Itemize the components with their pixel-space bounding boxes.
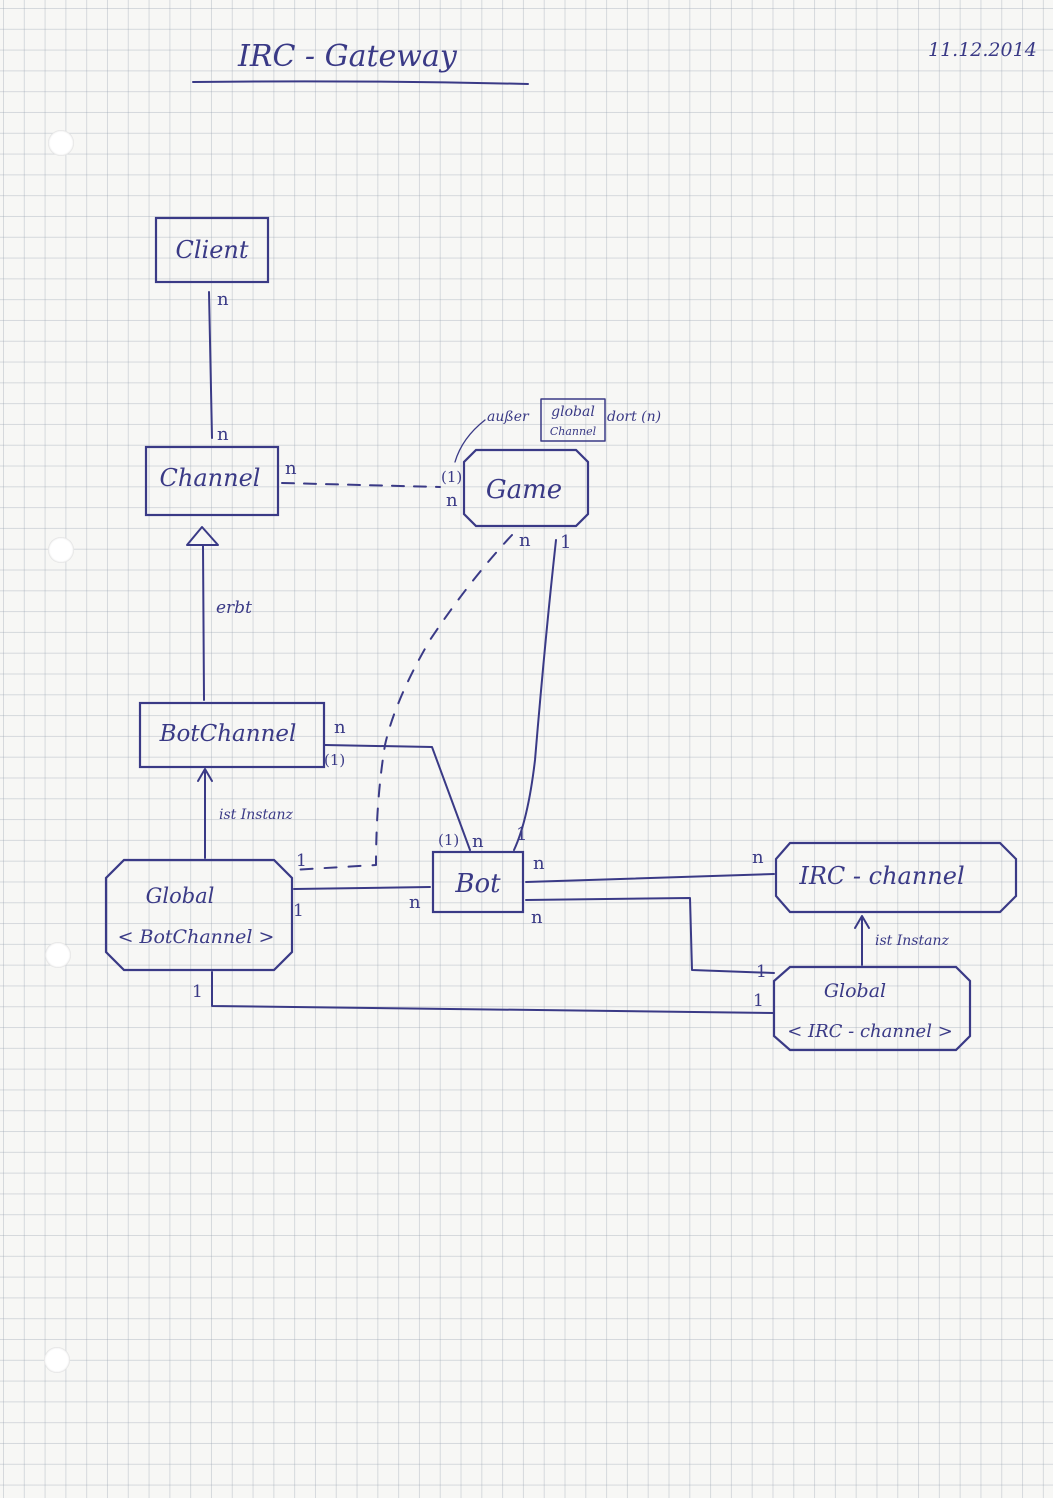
punch-hole <box>48 130 74 156</box>
global-irc-label-2: < IRC - channel > <box>787 1021 953 1042</box>
mult-botchannel-bot-opt: (1) <box>324 751 345 769</box>
game-node: Game <box>462 448 590 528</box>
mult-global-bot-dashed: 1 <box>296 851 307 871</box>
is-instance-bot-arrow <box>197 768 213 782</box>
client-channel-line <box>208 291 213 439</box>
is-instance-irc-arrow <box>854 915 870 929</box>
punch-hole <box>45 942 71 968</box>
annotation-pointer <box>454 419 486 463</box>
bot-node: Bot <box>431 850 525 914</box>
botchannel-label: BotChannel <box>159 721 297 747</box>
client-node: Client <box>154 216 270 284</box>
mult-channel-game-opt: (1) <box>441 468 462 486</box>
mult-game-bot-dashed: n <box>519 530 531 551</box>
punch-hole <box>44 1347 70 1373</box>
global-global-line <box>211 971 775 1014</box>
global-bot-label-1: Global <box>146 884 215 908</box>
mult-bot-top-1: 1 <box>516 824 527 845</box>
mult-global-bot-solid: 1 <box>293 901 304 921</box>
global-irc-label-1: Global <box>824 980 886 1002</box>
channel-label: Channel <box>160 464 261 492</box>
game-label: Game <box>486 475 562 505</box>
bot-label: Bot <box>454 869 501 899</box>
label-is-instance-bot: ist Instanz <box>219 807 293 823</box>
mult-client-channel-top: n <box>217 289 229 310</box>
mult-channel-game-right: n <box>446 490 458 511</box>
mult-game-bot-solid: 1 <box>560 532 571 553</box>
page-title: IRC - Gateway <box>237 39 458 74</box>
mult-irc-channel-left: n <box>752 847 764 868</box>
global-bot-label-2: < BotChannel > <box>118 926 275 948</box>
bot-global-irc-line <box>525 897 775 974</box>
inheritance-line <box>202 545 205 701</box>
global-bot-solid-line <box>293 886 431 890</box>
mult-bot-top-n: n <box>472 831 484 852</box>
label-inherits: erbt <box>216 598 252 618</box>
annotation-ausser: außer <box>487 409 530 425</box>
mult-botchannel-bot-n: n <box>334 717 346 738</box>
mult-bot-right-bottom: n <box>531 907 543 928</box>
mult-bot-left-n: n <box>409 892 421 913</box>
mult-global-bot-bottom: 1 <box>192 982 203 1002</box>
title-underline <box>192 80 529 85</box>
global-irc-channel-node: Global < IRC - channel > <box>772 965 972 1052</box>
irc-channel-node: IRC - channel <box>774 841 1018 914</box>
label-is-instance-irc: ist Instanz <box>875 933 949 949</box>
client-label: Client <box>175 236 248 264</box>
mult-channel-game-left: n <box>285 458 297 479</box>
date-label: 11.12.2014 <box>928 39 1037 61</box>
annotation-dort: dort (n) <box>607 409 661 425</box>
annotation-box <box>540 398 606 442</box>
bot-irc-channel-line <box>525 873 775 883</box>
botchannel-node: BotChannel <box>138 701 326 769</box>
global-botchannel-node: Global < BotChannel > <box>104 858 294 972</box>
botchannel-bot-line <box>324 744 471 851</box>
mult-global-irc-lower: 1 <box>753 991 764 1011</box>
game-global-dashed-line <box>291 534 513 871</box>
channel-game-dashed-line <box>281 482 441 488</box>
annotation-global: global <box>551 404 595 420</box>
mult-bot-top-opt: (1) <box>438 831 459 849</box>
mult-client-channel-bottom: n <box>217 424 229 445</box>
mult-global-irc-upper: 1 <box>756 962 767 982</box>
game-bot-solid-line <box>513 539 557 851</box>
channel-node: Channel <box>144 445 280 517</box>
irc-channel-label: IRC - channel <box>798 862 964 890</box>
annotation-channel: Channel <box>550 425 597 438</box>
mult-bot-right-top: n <box>533 853 545 874</box>
punch-hole <box>48 537 74 563</box>
inheritance-arrowhead <box>186 526 219 546</box>
